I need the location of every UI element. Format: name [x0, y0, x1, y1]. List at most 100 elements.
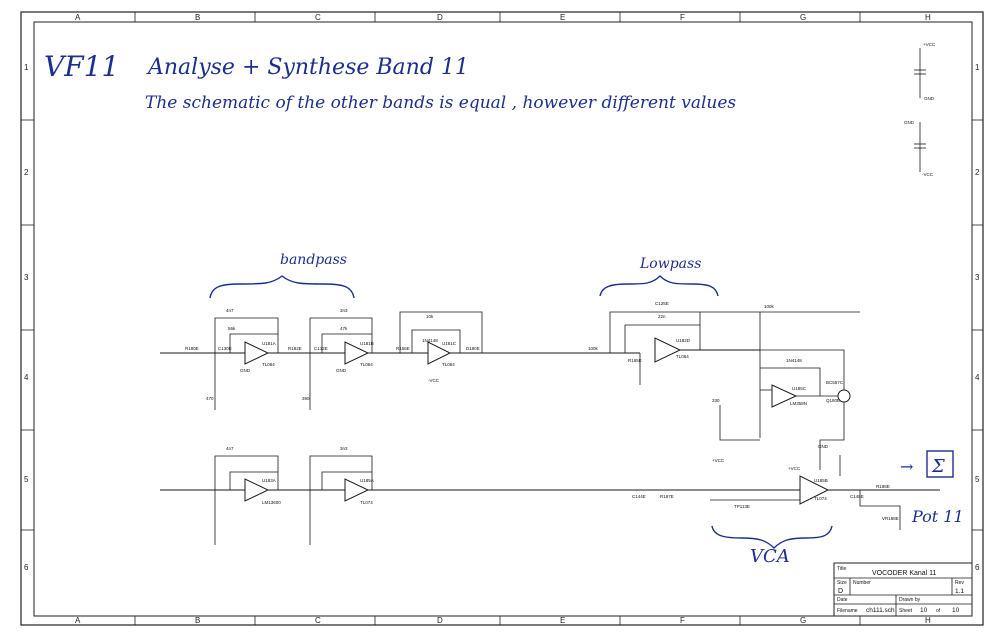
analysis-chain [160, 311, 860, 470]
comp-label: Q180E [826, 398, 840, 403]
comp-label: U183A [262, 478, 276, 483]
wire [719, 405, 760, 441]
comp-label: 3n3 [340, 308, 348, 313]
row-label: 1 [975, 63, 980, 72]
sheet-frame [20, 11, 984, 626]
drawing-border [33, 21, 973, 617]
comp-label: TL064 [262, 362, 275, 367]
comp-label: 390 [302, 396, 310, 401]
wire [321, 471, 372, 490]
col-label: G [800, 13, 806, 22]
title-label: Title [837, 566, 846, 572]
col-label: E [560, 13, 565, 22]
comp-label: TL074 [814, 496, 827, 501]
opamp-u185a [244, 478, 270, 502]
comp-label: C125E [655, 301, 669, 306]
label-bandpass: bandpass [280, 252, 347, 268]
wire [819, 402, 845, 470]
sheet-value: 10 [920, 607, 928, 614]
wire [760, 367, 821, 396]
label-lowpass: Lowpass [639, 256, 701, 272]
comp-label: LM13600 [262, 500, 281, 505]
handwritten-line1: Analyse + Synthese Band 11 [146, 55, 469, 80]
comp-label: C148E [850, 494, 864, 499]
wire [624, 324, 700, 353]
col-label: A [75, 13, 81, 22]
wire [321, 333, 372, 353]
size-label: Size [837, 580, 847, 586]
comp-label: TL074 [360, 500, 373, 505]
wire [229, 471, 278, 490]
sum-arrow: → [900, 457, 913, 476]
label-pot: Pot 11 [911, 507, 964, 526]
row-grid [21, 119, 983, 531]
comp-label: U181A [262, 341, 276, 346]
component-labels: R180E C130E 4n7 56k U181A TL064 470 R182… [185, 301, 899, 521]
comp-label: 1N4148 [786, 358, 802, 363]
comp-label: 22n [658, 314, 666, 319]
row-label: 6 [975, 563, 980, 572]
brace-lowpass [599, 275, 719, 297]
comp-label: 100k [588, 346, 599, 351]
comp-label: R187E [660, 494, 674, 499]
comp-label: D180E [466, 346, 480, 351]
title-block: Title VOCODER Kanal 11 Size D Number Rev… [833, 562, 973, 617]
comp-label: GND [818, 444, 829, 449]
comp-label: U185C [792, 386, 807, 391]
comp-label: TL064 [360, 362, 373, 367]
handwritten-line2: The schematic of the other bands is equa… [145, 93, 736, 113]
number-label: Number [853, 580, 871, 586]
comp-label: BC557C [826, 380, 844, 385]
rev-value: 1.1 [955, 588, 964, 595]
comp-label: 56k [228, 326, 236, 331]
comp-label: U181B [360, 341, 374, 346]
comp-label: GND [904, 120, 915, 125]
date-label: Date [837, 597, 848, 603]
opamp-u182d [654, 337, 682, 363]
sum-symbol: Σ [931, 456, 945, 477]
filename-label: Filename [837, 608, 858, 614]
row-label: 1 [24, 63, 29, 72]
opamp-u185c [771, 384, 798, 408]
label-vca: VCA [750, 546, 790, 567]
wire [760, 349, 845, 390]
comp-label: R180E [185, 346, 199, 351]
row-label: 4 [24, 373, 29, 382]
comp-label: U185A [360, 478, 374, 483]
column-letters: A B C D E F G H A B C D E F G H [75, 13, 931, 625]
decoupling-caps: +VCC GND GND -VCC [904, 42, 936, 177]
sheet-label: Sheet [899, 608, 913, 614]
col-label: A [75, 616, 81, 625]
row-label: 2 [975, 168, 980, 177]
col-label: G [800, 616, 806, 625]
row-label: 2 [24, 168, 29, 177]
col-label: B [195, 13, 200, 22]
title-value: VOCODER Kanal 11 [872, 570, 937, 577]
comp-label: +VCC [788, 466, 801, 471]
col-label: C [315, 616, 321, 625]
brace-vca [711, 525, 833, 549]
comp-label: TP113E [734, 504, 750, 509]
comp-label: TL064 [442, 362, 455, 367]
wire [309, 317, 373, 353]
of-label: of [936, 608, 941, 614]
col-label: F [680, 13, 685, 22]
comp-label: U181C [442, 341, 457, 346]
comp-label: GND [336, 368, 347, 373]
title-block-frame [833, 562, 973, 617]
comp-label: R188E [876, 484, 890, 489]
comp-label: R165E [628, 358, 642, 363]
wire [399, 311, 483, 353]
col-label: H [925, 616, 931, 625]
comp-label: 47k [340, 326, 348, 331]
col-label: F [680, 616, 685, 625]
comp-label: 470 [206, 396, 214, 401]
comp-label: 1N4148 [422, 338, 438, 343]
row-label: 4 [975, 373, 980, 382]
wire [214, 455, 279, 490]
of-value: 10 [952, 607, 960, 614]
row-label: 5 [24, 475, 29, 484]
row-label: 3 [975, 273, 980, 282]
comp-label: U182D [676, 338, 691, 343]
synthesis-chain [160, 455, 940, 545]
